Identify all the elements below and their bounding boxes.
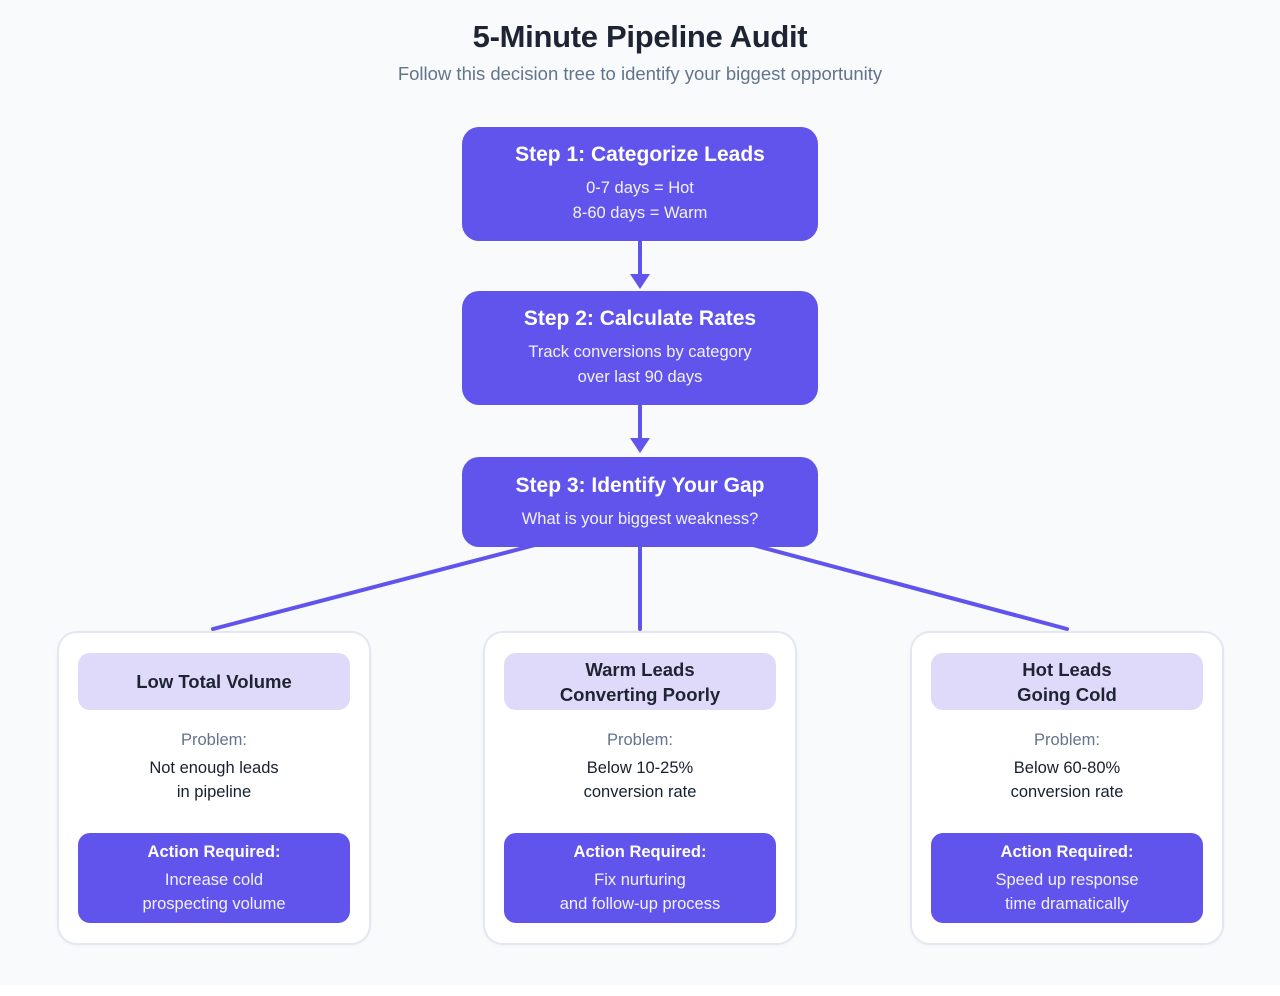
action-text: Increase cold prospecting volume [78,868,350,916]
problem-label: Problem: [606,731,674,749]
action-text: Speed up response time dramatically [931,868,1203,916]
flow-arrow-step2-step3 [630,404,650,453]
action-box: Action Required: Speed up response time … [931,833,1203,923]
problem-text: Not enough leads in pipeline [59,756,369,804]
action-text-line: Speed up response [995,871,1139,889]
card-header-line: Converting Poorly [559,683,721,705]
problem-text-line: Not enough leads [149,759,279,777]
step-detail-line: 8-60 days = Warm [572,204,708,222]
card-warm-leads-converting-poorly: Warm Leads Converting Poorly Problem: Be… [483,631,797,945]
card-header: Hot Leads Going Cold [931,653,1203,710]
step-title: Step 1: Categorize Leads [515,143,765,166]
card-header-line: Going Cold [1017,683,1117,705]
problem-text-line: Below 60-80% [1013,759,1121,777]
step-title: Step 3: Identify Your Gap [515,473,765,497]
page-bottom-margin [0,985,1280,996]
step-detail-line: Track conversions by category [528,343,752,361]
step-box-calculate-rates: Step 2: Calculate Rates Track conversion… [462,291,818,405]
step-title: Step 2: Calculate Rates [523,307,757,330]
action-label: Action Required: [147,843,281,861]
card-header-line: Low Total Volume [136,671,292,692]
step-box-identify-gap: Step 3: Identify Your Gap What is your b… [462,457,818,547]
action-text-line: prospecting volume [142,895,286,913]
action-text-line: Fix nurturing [594,871,686,889]
arrowhead-down-icon [630,274,650,289]
card-header-line: Warm Leads [585,658,695,680]
step-detail-line: over last 90 days [577,368,703,386]
page-subtitle: Follow this decision tree to identify yo… [397,63,883,84]
problem-text-line: conversion rate [583,783,697,801]
arrowhead-down-icon [630,438,650,453]
problem-label: Problem: [180,731,248,749]
problem-text: Below 10-25% conversion rate [485,756,795,804]
step-detail: What is your biggest weakness? [522,507,759,532]
card-low-total-volume: Low Total Volume Problem: Not enough lea… [57,631,371,945]
action-text-line: and follow-up process [559,895,721,913]
problem-text-line: in pipeline [176,783,252,801]
problem-text: Below 60-80% conversion rate [912,756,1222,804]
step-detail-line: What is your biggest weakness? [521,509,759,528]
problem-text-line: Below 10-25% [586,759,694,777]
step-box-categorize-leads: Step 1: Categorize Leads 0-7 days = Hot … [462,127,818,241]
step-detail: Track conversions by category over last … [528,340,751,390]
action-label: Action Required: [573,843,707,861]
action-box: Action Required: Fix nurturing and follo… [504,833,776,923]
branch-line-right [751,543,1069,631]
card-hot-leads-going-cold: Hot Leads Going Cold Problem: Below 60-8… [910,631,1224,945]
problem-text-line: conversion rate [1010,783,1124,801]
step-detail-line: 0-7 days = Hot [586,179,694,197]
flow-arrow-step1-step2 [630,240,650,289]
action-text-line: time dramatically [1005,895,1129,913]
card-header: Low Total Volume [78,653,350,710]
step-detail: 0-7 days = Hot 8-60 days = Warm [573,176,708,226]
action-label: Action Required: [1000,843,1134,861]
action-box: Action Required: Increase cold prospecti… [78,833,350,923]
action-text-line: Increase cold [164,871,264,889]
card-header: Warm Leads Converting Poorly [504,653,776,710]
problem-label: Problem: [1033,731,1101,749]
card-header-line: Hot Leads [1022,658,1112,680]
page-title: 5-Minute Pipeline Audit [472,19,808,54]
action-text: Fix nurturing and follow-up process [504,868,776,916]
branch-line-left [211,543,537,631]
